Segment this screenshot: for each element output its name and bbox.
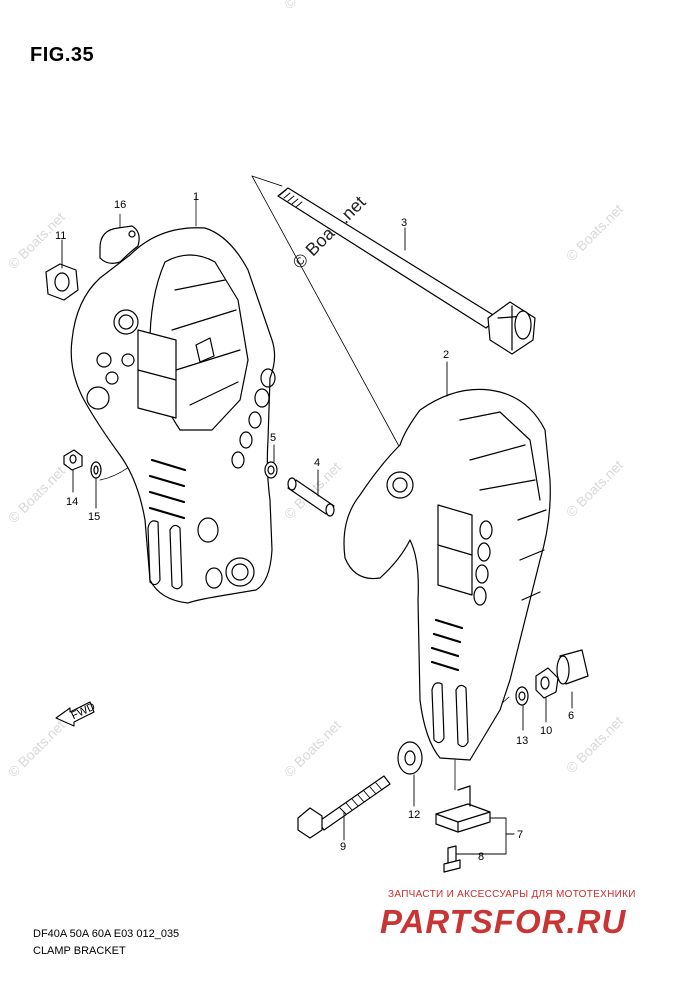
- washer-15: [90, 461, 102, 479]
- fwd-label: FWD: [69, 701, 97, 722]
- part-number-7: 7: [517, 829, 523, 841]
- small-bolt: [443, 845, 461, 873]
- part-number-12: 12: [408, 809, 420, 821]
- part-numbers: 1 2 3 4 5 6 7 8 9 10 11 12 13 14 15 16: [55, 191, 574, 863]
- part-number-3: 3: [401, 217, 407, 229]
- plate-16: [99, 225, 140, 264]
- long-bolt: [297, 775, 391, 839]
- part-number-11: 11: [55, 230, 66, 242]
- promo-tagline: ЗАПЧАСТИ И АКСЕССУАРЫ ДЛЯ МОТОТЕХНИКИ: [388, 889, 636, 900]
- part-number-13: 13: [516, 735, 528, 747]
- part-number-10: 10: [540, 725, 552, 737]
- washer-13: [515, 686, 529, 706]
- part-number-6: 6: [568, 710, 574, 722]
- nut-11: [45, 263, 79, 301]
- washer-5: [264, 461, 278, 479]
- nut-14: [63, 449, 83, 471]
- part-number-9: 9: [340, 841, 346, 853]
- watermark-text: © Boats.net: [563, 201, 626, 264]
- through-bolt: [277, 187, 536, 355]
- part-number-14: 14: [66, 496, 78, 508]
- washer-12: [397, 741, 423, 775]
- part-number-1: 1: [193, 191, 199, 203]
- part-number-2: 2: [443, 349, 449, 361]
- watermark-text: © Boats.net: [281, 459, 344, 522]
- watermark-text: © Boats.net: [281, 0, 344, 12]
- fwd-arrow-icon: [55, 701, 95, 727]
- part-number-15: 15: [88, 511, 100, 523]
- promo-brand-logo: PARTSFOR.RU: [380, 903, 627, 940]
- block-7: [435, 785, 491, 833]
- diagram-name: CLAMP BRACKET: [33, 945, 126, 957]
- bushing: [556, 649, 589, 685]
- part-number-16: 16: [114, 199, 126, 211]
- watermark-text: © Boats.net: [5, 463, 68, 526]
- pin: [287, 477, 335, 517]
- part-number-8: 8: [478, 851, 484, 863]
- watermark-text: © Boats.net: [563, 713, 626, 776]
- part-number-5: 5: [270, 432, 276, 444]
- watermark-text: © Boats.net: [563, 457, 626, 520]
- clamp-bracket-right: [343, 388, 551, 761]
- model-caption: DF40A 50A 60A E03 012_035: [33, 928, 180, 940]
- figure-title: FIG.35: [30, 44, 95, 66]
- nut-10: [535, 667, 559, 699]
- leader-lines: [61, 227, 573, 855]
- watermark-text: © Boats.net: [5, 717, 68, 780]
- clamp-bracket-left: [70, 227, 276, 604]
- watermark-text: © Boats.net: [281, 717, 344, 780]
- part-number-4: 4: [314, 457, 320, 469]
